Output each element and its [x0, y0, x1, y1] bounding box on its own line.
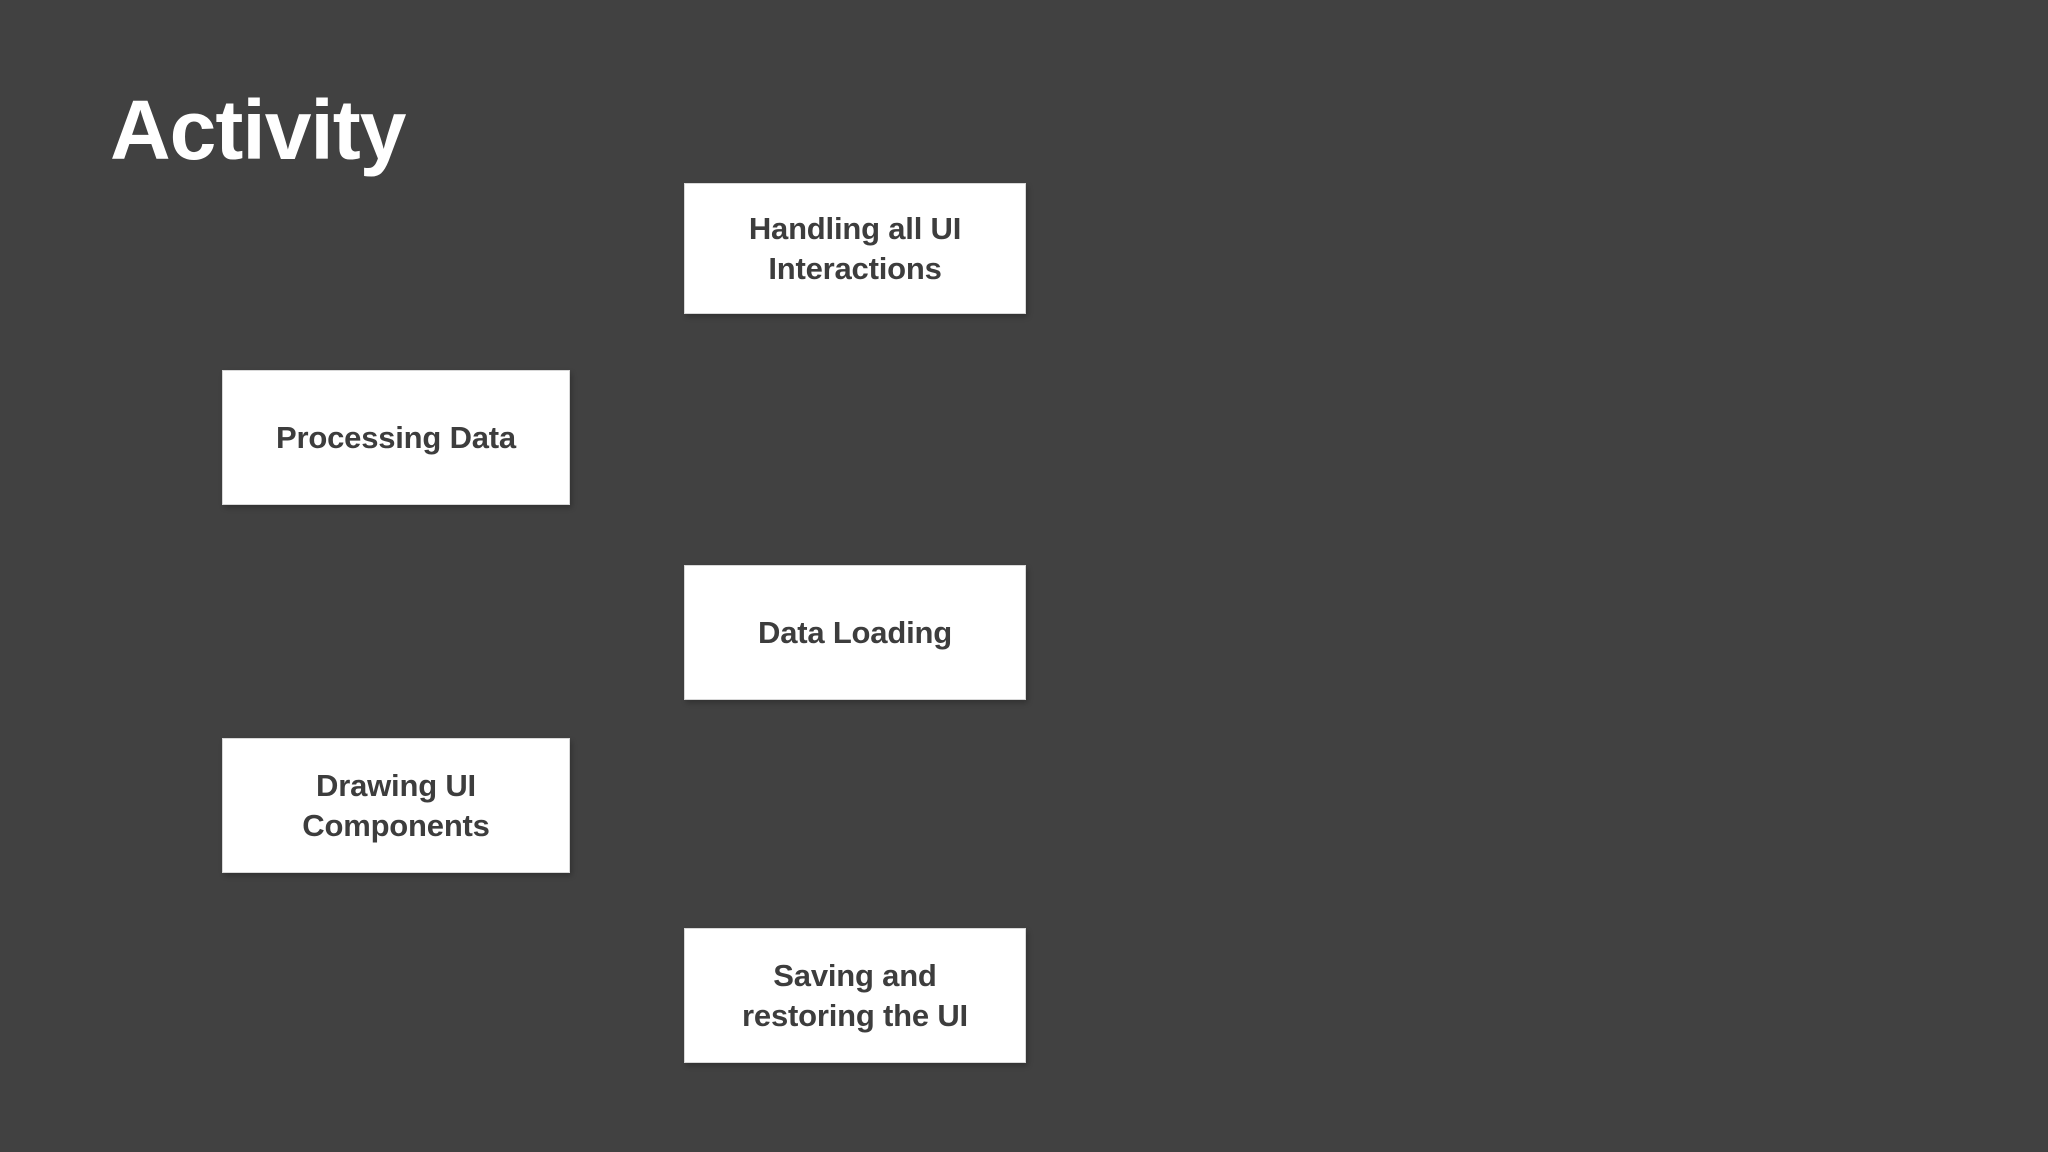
card-label: Handling all UI Interactions — [748, 210, 962, 286]
card-processing-data[interactable]: Processing Data — [222, 370, 570, 505]
card-label: Saving and restoring the UI — [742, 957, 968, 1033]
card-saving-restoring-ui[interactable]: Saving and restoring the UI — [684, 928, 1026, 1063]
card-handling-ui-interactions[interactable]: Handling all UI Interactions — [684, 183, 1026, 314]
card-label: Data Loading — [758, 614, 952, 650]
card-drawing-ui-components[interactable]: Drawing UI Components — [222, 738, 570, 873]
card-label: Drawing UI Components — [302, 767, 490, 843]
card-data-loading[interactable]: Data Loading — [684, 565, 1026, 700]
card-label: Processing Data — [276, 419, 516, 455]
page-title: Activity — [110, 83, 406, 177]
